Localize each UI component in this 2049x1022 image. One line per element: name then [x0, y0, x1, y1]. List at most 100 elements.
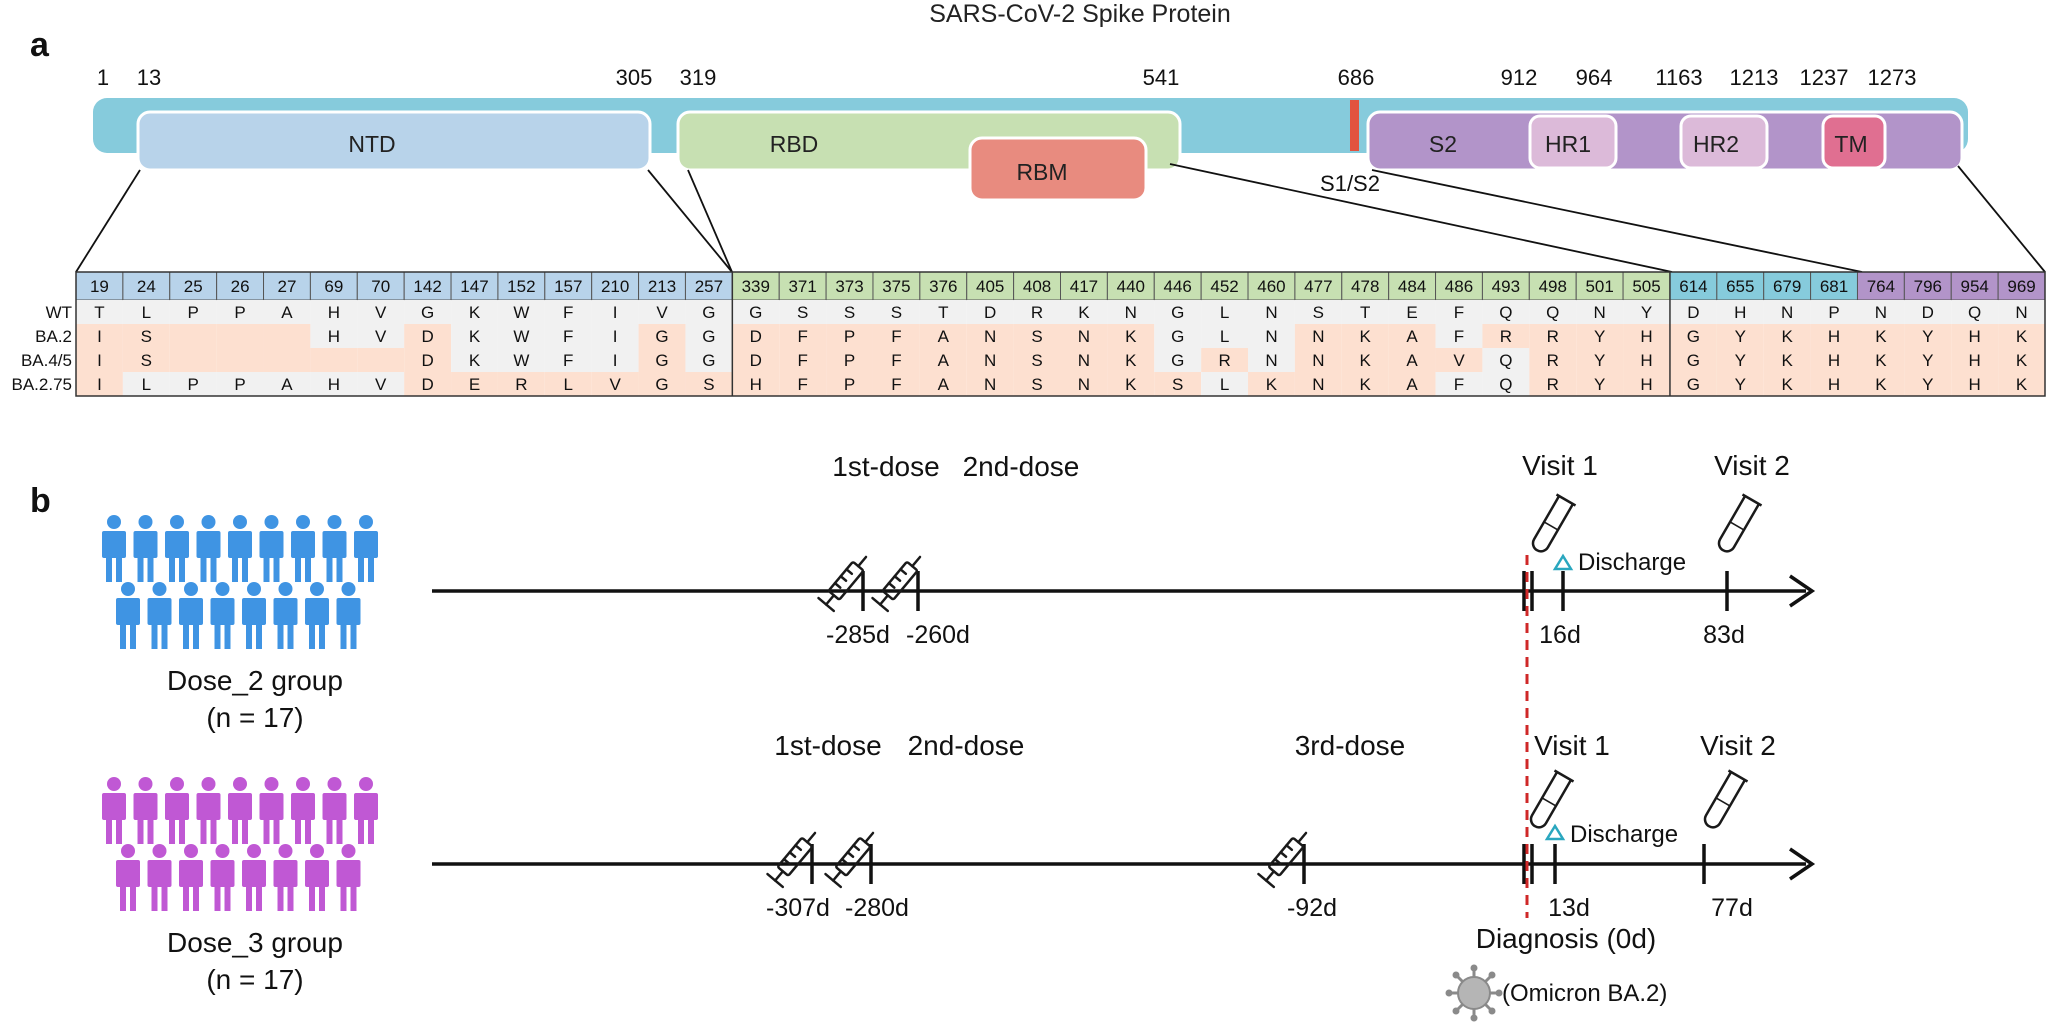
table-cell-value: K — [1360, 351, 1372, 370]
table-border — [75, 271, 2046, 397]
table-cell-value: S — [141, 327, 152, 346]
table-cell — [451, 348, 498, 372]
table-cell-value: I — [613, 351, 618, 370]
table-header-pos: 452 — [1210, 277, 1238, 296]
table-cell — [872, 324, 920, 348]
s2-domain — [1366, 110, 1964, 172]
visit2-day-t1: 83d — [1703, 621, 1745, 649]
person-icon — [259, 777, 284, 844]
table-cell-value: K — [1125, 327, 1137, 346]
table-cell — [872, 372, 920, 396]
table-cell — [1154, 372, 1202, 396]
table-row-label: BA.4/5 — [21, 351, 72, 370]
person-icon — [354, 777, 378, 844]
table-cell-value: K — [469, 351, 481, 370]
table-cell — [779, 300, 827, 324]
pos-1237: 1237 — [1800, 65, 1849, 90]
table-cell-value: H — [1828, 351, 1840, 370]
dose1-label-t2: 1st-dose — [774, 730, 881, 761]
table-cell — [1388, 324, 1436, 348]
table-cell-value: F — [1454, 327, 1464, 346]
table-cell — [263, 372, 311, 396]
syringe-icons-dose2 — [817, 555, 922, 613]
table-cell — [1716, 300, 1764, 324]
table-header-pos: 954 — [1960, 277, 1988, 296]
table-header-pos: 477 — [1304, 277, 1332, 296]
table-header-cell — [591, 271, 640, 301]
table-cell — [1810, 324, 1858, 348]
table-cell-value: F — [563, 303, 573, 322]
table-cell — [638, 300, 686, 324]
table-cell-value: K — [2016, 375, 2028, 394]
table-cell-value: Y — [1594, 327, 1605, 346]
table-cell-value: Q — [1499, 375, 1512, 394]
dose3-day-t2: -92d — [1287, 894, 1337, 922]
table-cell-value: N — [1312, 375, 1324, 394]
table-cell — [732, 324, 780, 348]
table-cell — [1201, 300, 1249, 324]
table-cell — [826, 348, 873, 372]
table-cell-value: D — [421, 327, 433, 346]
table-cell-value: G — [655, 351, 668, 370]
table-cell — [1810, 372, 1858, 396]
table-cell-value: D — [1687, 303, 1699, 322]
table-cell — [1810, 300, 1858, 324]
table-cell — [826, 300, 873, 324]
table-cell — [1810, 348, 1858, 372]
table-cell — [169, 372, 217, 396]
table-cell — [1623, 300, 1670, 324]
table-cell — [497, 348, 545, 372]
visit1-day-t2: 13d — [1548, 894, 1590, 922]
table-cell — [1388, 300, 1436, 324]
table-cell-value: R — [1547, 375, 1559, 394]
table-cell-value: H — [1640, 351, 1652, 370]
table-cell-value: N — [984, 375, 996, 394]
table-cell — [919, 348, 967, 372]
table-header-cell — [1856, 271, 1905, 301]
table-cell-value: F — [797, 327, 807, 346]
table-cell-value: S — [1031, 375, 1042, 394]
table-cell-value: S — [1313, 303, 1324, 322]
table-cell — [544, 372, 592, 396]
people-icons-dose2 — [102, 515, 378, 649]
table-cell-value: N — [1078, 375, 1090, 394]
table-cell — [1998, 300, 2045, 324]
table-cell — [1669, 348, 1717, 372]
table-cell — [497, 324, 545, 348]
table-cell — [1294, 300, 1342, 324]
table-cell-value: G — [702, 303, 715, 322]
table-cell-value: H — [328, 327, 340, 346]
table-cell — [1154, 300, 1202, 324]
table-cell-value: N — [1078, 327, 1090, 346]
people-icons-dose3 — [102, 777, 378, 911]
table-header-pos: 19 — [90, 277, 109, 296]
timeline-dose2: Dose_2 group (n = 17) 1st-dose 2nd-dose … — [102, 450, 1816, 733]
person-icon — [242, 844, 266, 911]
table-cell-value: V — [609, 375, 621, 394]
group-n-dose3: (n = 17) — [206, 964, 303, 995]
table-cell — [1951, 324, 1999, 348]
tm-label: TM — [1834, 131, 1867, 157]
table-cell-value: K — [1360, 327, 1372, 346]
table-cell-value: G — [702, 351, 715, 370]
table-cell-value: G — [702, 327, 715, 346]
table-cell — [310, 300, 358, 324]
person-icon — [273, 844, 298, 911]
person-icon — [196, 777, 221, 844]
table-header-pos: 147 — [460, 277, 488, 296]
discharge-triangle-icon — [1544, 823, 1566, 841]
table-header-cell — [497, 271, 546, 301]
syringe-icon — [824, 831, 875, 889]
table-cell-value: H — [1969, 351, 1981, 370]
timeline-arrow-dose2 — [1789, 574, 1816, 608]
table-cell — [76, 300, 123, 324]
table-cell-value: Q — [1968, 303, 1981, 322]
table-cell — [1060, 324, 1108, 348]
test-tube-icon — [1531, 493, 1577, 553]
table-cell — [1482, 324, 1530, 348]
table-cell — [122, 324, 170, 348]
table-header-cell — [450, 271, 499, 301]
table-cell-value: F — [1454, 303, 1464, 322]
pos-1: 1 — [97, 65, 109, 90]
table-cell — [1341, 324, 1389, 348]
